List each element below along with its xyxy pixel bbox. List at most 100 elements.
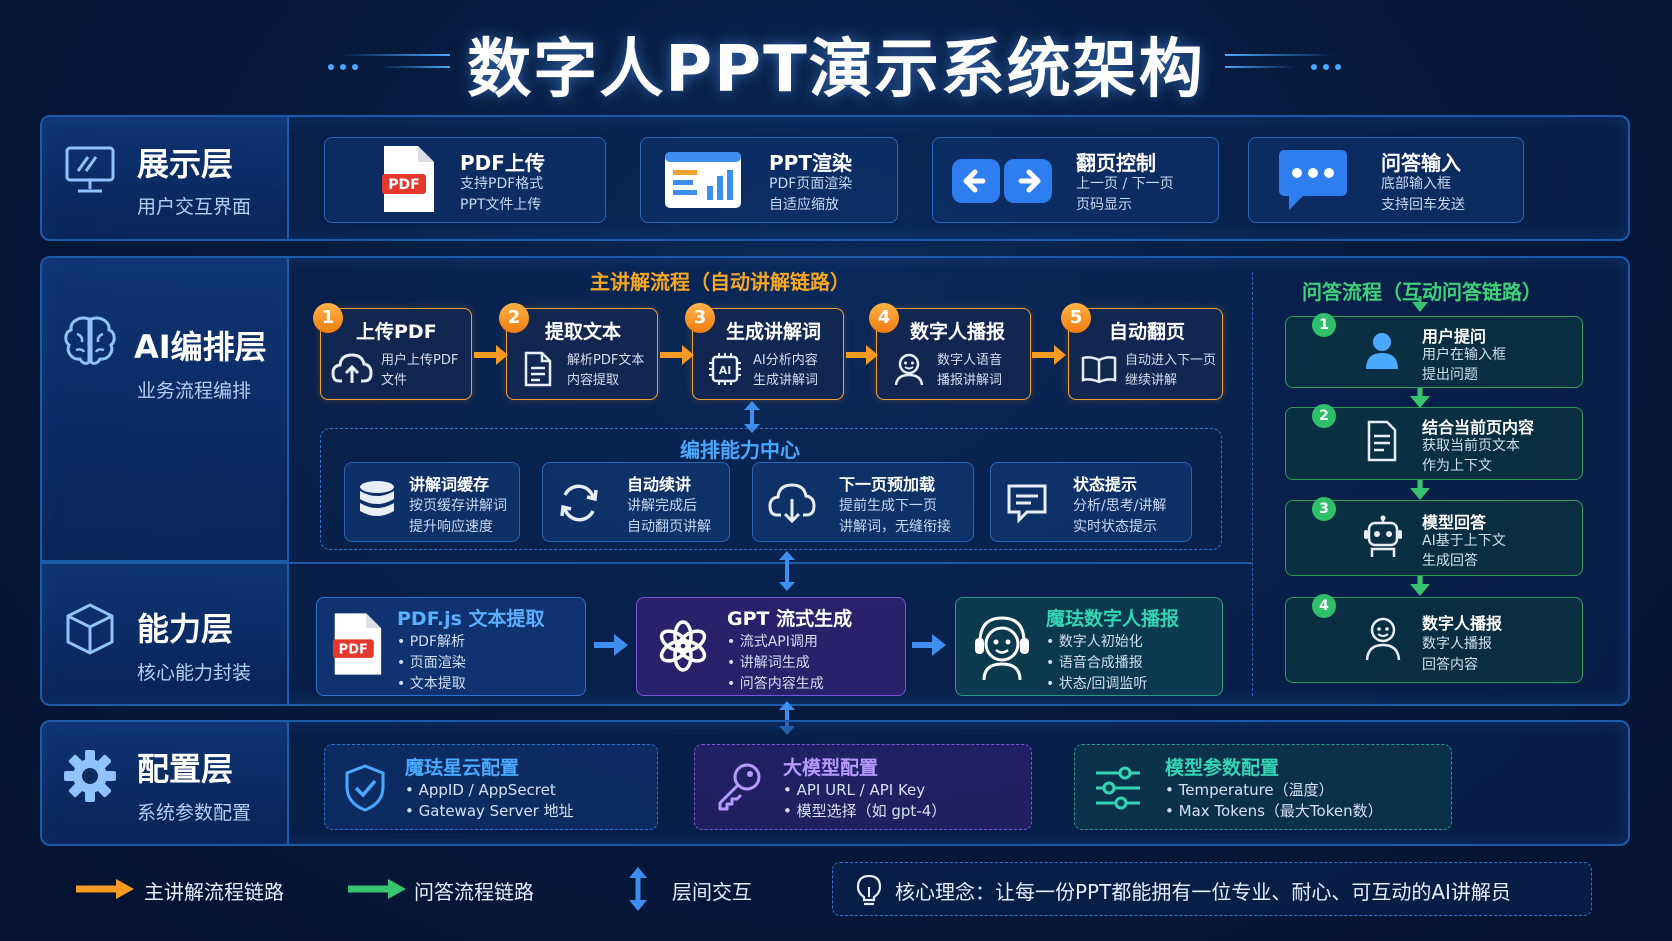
page-control-card[interactable]: 翻页控制 上一页 / 下一页 页码显示	[932, 137, 1219, 223]
orch-line: 提前生成下一页	[839, 498, 937, 514]
main-flow-arrows	[474, 345, 1066, 365]
lightbulb-icon	[856, 874, 882, 906]
card-title: PDF上传	[460, 151, 545, 175]
layer-divider	[40, 562, 1252, 564]
card-title: 问答输入	[1381, 151, 1461, 175]
cloud-download-icon	[768, 483, 816, 523]
main-step-extract[interactable]: 2 提取文本 解析PDF文本 内容提取	[499, 303, 658, 400]
step-number: 3	[685, 303, 715, 333]
digital-human-card[interactable]: 魔珐数字人播报 • 数字人初始化 • 语音合成播报 • 状态/回调监听	[955, 597, 1223, 696]
layer-title: AI编排层	[134, 328, 267, 366]
card-line: 自适应缩放	[769, 197, 839, 213]
cfg-line-text: Max Tokens（最大Token数）	[1178, 802, 1383, 820]
cap-line-text: 数字人初始化	[1058, 634, 1143, 650]
orange-arrow-legend-icon	[76, 879, 134, 899]
page-text-icon	[1367, 420, 1397, 462]
ai-chip-icon: AI	[709, 353, 741, 385]
gpt-stream-card[interactable]: GPT 流式生成 • 流式API调用 • 讲解词生成 • 问答内容生成	[636, 597, 906, 696]
qa-step-broadcast[interactable]: 4 数字人播报 数字人播报 回答内容	[1285, 594, 1583, 683]
cap-title: PDF.js 文本提取	[397, 608, 545, 630]
layer-subtitle: 系统参数配置	[137, 802, 252, 824]
digital-human-icon	[975, 616, 1029, 681]
cap-line: • 问答内容生成	[727, 676, 824, 692]
card-line: 上一页 / 下一页	[1076, 176, 1174, 192]
card-line: PPT文件上传	[460, 197, 542, 213]
step-line: 文件	[381, 373, 408, 388]
cfg-line: • AppID / AppSecret	[405, 781, 556, 799]
presenter-icon	[1365, 617, 1401, 661]
cfg-line: • Max Tokens（最大Token数）	[1165, 802, 1383, 820]
orch-preload-card[interactable]: 下一页预加载 提前生成下一页 讲解词，无缝衔接	[752, 462, 974, 542]
refresh-icon	[560, 484, 598, 522]
cap-line: • 流式API调用	[727, 634, 818, 650]
main-step-generate[interactable]: 3 生成讲解词 AI AI分析内容 生成讲解词	[685, 303, 844, 400]
orch-title: 下一页预加载	[839, 475, 936, 494]
step-number: 5	[1061, 303, 1091, 333]
step-line: 继续讲解	[1125, 373, 1178, 388]
ppt-render-card[interactable]: PPT渲染 PDF页面渲染 自适应缩放	[640, 137, 898, 223]
layer-subtitle: 用户交互界面	[137, 196, 252, 218]
main-step-autoflip[interactable]: 5 自动翻页 自动进入下一页 继续讲解	[1061, 303, 1223, 400]
orchestration-center	[320, 428, 1222, 550]
orch-line: 按页缓存讲解词	[409, 498, 507, 514]
qa-step-line: 作为上下文	[1422, 458, 1492, 474]
main-step-upload[interactable]: 1 上传PDF 用户上传PDF 文件	[313, 303, 472, 400]
card-line: 支持PDF格式	[460, 176, 544, 192]
openai-icon	[659, 620, 707, 672]
qa-input-card[interactable]: 问答输入 底部输入框 支持回车发送	[1248, 137, 1524, 223]
capability-layer-label: 能力层 核心能力封装	[42, 564, 289, 704]
cfg-line: • 模型选择（如 gpt-4）	[783, 802, 947, 820]
cfg-line-text: Gateway Server 地址	[418, 802, 574, 820]
cfg-title: 大模型配置	[783, 757, 879, 779]
qa-step-number: 4	[1312, 594, 1336, 618]
orch-line: 分析/思考/讲解	[1073, 498, 1167, 514]
qa-step-line: 用户在输入框	[1422, 347, 1506, 363]
orch-line: 实时状态提示	[1073, 519, 1157, 535]
step-number: 1	[313, 303, 343, 333]
cap-line: • 状态/回调监听	[1046, 676, 1148, 692]
step-line: 生成讲解词	[753, 373, 819, 388]
double-arrow-legend-icon	[629, 867, 647, 911]
step-title: 自动翻页	[1109, 321, 1186, 343]
cfg-line: • Gateway Server 地址	[405, 802, 574, 820]
step-title: 上传PDF	[356, 321, 437, 343]
qa-step-context[interactable]: 2 结合当前页内容 获取当前页文本 作为上下文	[1285, 404, 1583, 480]
cap-line-text: 语音合成播报	[1058, 655, 1143, 671]
model-params-card[interactable]: 模型参数配置 • Temperature（温度） • Max Tokens（最大…	[1074, 744, 1452, 830]
qa-step-line: 生成回答	[1422, 553, 1478, 569]
cap-line: • PDF解析	[397, 634, 465, 650]
cap-line: • 讲解词生成	[727, 655, 810, 671]
pdfjs-card[interactable]: PDF PDF.js 文本提取 • PDF解析 • 页面渲染 • 文本提取	[316, 597, 586, 696]
cap-line-text: 问答内容生成	[739, 676, 824, 692]
pdf-file-icon: PDF	[332, 613, 382, 675]
card-line: 页码显示	[1076, 197, 1132, 213]
qa-step-ask[interactable]: 1 用户提问 用户在输入框 提出问题	[1285, 313, 1583, 388]
main-step-broadcast[interactable]: 4 数字人播报 数字人语音 播报讲解词	[869, 303, 1031, 400]
mofa-config-card[interactable]: 魔珐星云配置 • AppID / AppSecret • Gateway Ser…	[324, 744, 658, 830]
orch-cache-card[interactable]: 讲解词缓存 按页缓存讲解词 提升响应速度	[344, 462, 520, 542]
pdf-file-icon: PDF	[382, 146, 434, 212]
cap-line: • 数字人初始化	[1046, 634, 1143, 650]
cap-title: GPT 流式生成	[727, 608, 853, 630]
legend-qa-flow: 问答流程链路	[414, 880, 534, 904]
ai-chip-label: AI	[719, 364, 732, 377]
step-line: 数字人语音	[937, 353, 1003, 368]
step-line: 播报讲解词	[937, 373, 1003, 388]
qa-step-number: 3	[1312, 497, 1336, 521]
qa-divider	[1252, 272, 1253, 696]
orch-status-card[interactable]: 状态提示 分析/思考/讲解 实时状态提示	[990, 462, 1192, 542]
ai-layer-label: AI编排层 业务流程编排	[42, 258, 289, 562]
step-line: 用户上传PDF	[381, 353, 459, 368]
cfg-title: 模型参数配置	[1165, 757, 1280, 779]
step-number: 2	[499, 303, 529, 333]
pdf-upload-card[interactable]: PDF PDF上传 支持PDF格式 PPT文件上传	[324, 137, 606, 223]
orch-line: 讲解词，无缝衔接	[839, 519, 951, 535]
orch-continue-card[interactable]: 自动续讲 讲解完成后 自动翻页讲解	[542, 462, 730, 542]
qa-step-answer[interactable]: 3 模型回答 AI基于上下文 生成回答	[1285, 497, 1583, 576]
cfg-line: • API URL / API Key	[783, 781, 926, 799]
display-layer-label: 展示层 用户交互界面	[42, 117, 289, 239]
card-title: 翻页控制	[1076, 151, 1156, 175]
llm-config-card[interactable]: 大模型配置 • API URL / API Key • 模型选择（如 gpt-4…	[694, 744, 1032, 830]
step-line: AI分析内容	[753, 353, 818, 368]
orch-title: 自动续讲	[627, 475, 692, 494]
